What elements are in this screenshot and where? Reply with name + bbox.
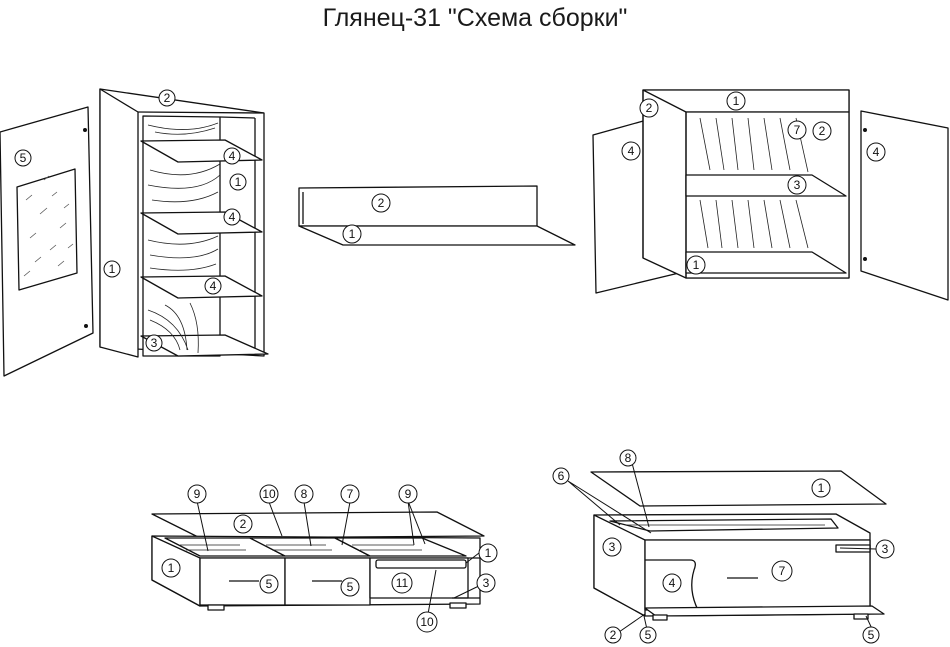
callout-8-rail: 8 bbox=[619, 449, 637, 467]
svg-text:4: 4 bbox=[210, 279, 217, 293]
wall-shelf-callouts: 2 1 bbox=[342, 193, 391, 244]
callout-4-shelf: 4 bbox=[204, 277, 222, 295]
callout-2-side: 2 bbox=[812, 121, 832, 141]
callout-1-side: 1 bbox=[229, 173, 247, 191]
callout-7-back: 7 bbox=[787, 120, 807, 140]
wall-cabinet-callouts: 1 2 7 2 3 1 4 4 bbox=[621, 91, 886, 275]
callout-2-bottom: 2 bbox=[604, 626, 622, 644]
svg-text:5: 5 bbox=[868, 628, 875, 642]
callout-8-runner: 9 bbox=[187, 484, 207, 504]
wall-cabinet: 1 2 7 2 3 1 4 4 bbox=[592, 89, 949, 301]
callout-2-top: 2 bbox=[158, 89, 176, 107]
svg-text:4: 4 bbox=[229, 149, 236, 163]
callout-3-bottom: 3 bbox=[145, 334, 163, 352]
callout-1-shelf: 1 bbox=[342, 224, 362, 244]
svg-text:1: 1 bbox=[733, 94, 740, 108]
wall-shelf: 2 1 bbox=[298, 185, 576, 246]
callout-4-door: 4 bbox=[621, 141, 641, 161]
wall-cabinet-right-door bbox=[860, 110, 949, 301]
svg-text:5: 5 bbox=[20, 151, 27, 165]
svg-text:1: 1 bbox=[168, 561, 175, 575]
tall-cabinet-callouts: 2 4 1 4 4 3 1 5 bbox=[14, 89, 247, 352]
callout-5-leg: 5 bbox=[639, 626, 657, 644]
diagram-title: Глянец-31 "Схема сборки" bbox=[322, 4, 628, 32]
callout-4-door: 4 bbox=[866, 142, 886, 162]
tv-stand: 9 10 8 7 9 2 1 5 5 11 10 1 3 bbox=[151, 484, 498, 633]
callout-5-front: 5 bbox=[340, 577, 360, 597]
svg-text:8: 8 bbox=[301, 487, 308, 501]
svg-text:2: 2 bbox=[378, 196, 385, 210]
coffee-table-callouts: 6 8 1 3 3 4 7 2 5 5 bbox=[552, 449, 895, 644]
callout-7-partition: 8 bbox=[294, 484, 314, 504]
callout-5-leg: 5 bbox=[862, 626, 880, 644]
svg-text:7: 7 bbox=[794, 123, 801, 137]
svg-text:1: 1 bbox=[349, 227, 356, 241]
callout-1-side: 1 bbox=[161, 558, 181, 578]
callout-3-side: 3 bbox=[602, 537, 622, 557]
svg-text:11: 11 bbox=[396, 576, 409, 590]
svg-text:5: 5 bbox=[266, 577, 273, 591]
svg-text:3: 3 bbox=[609, 540, 616, 554]
svg-text:1: 1 bbox=[485, 546, 492, 560]
tall-cabinet-carcass bbox=[99, 88, 269, 358]
callout-4-shelf: 4 bbox=[223, 208, 241, 226]
callout-1-top: 1 bbox=[726, 91, 746, 111]
svg-text:10: 10 bbox=[420, 615, 434, 629]
svg-text:9: 9 bbox=[405, 487, 412, 501]
svg-text:2: 2 bbox=[819, 124, 826, 138]
svg-text:3: 3 bbox=[794, 178, 801, 192]
coffee-table: 6 8 1 3 3 4 7 2 5 5 bbox=[552, 449, 895, 644]
svg-text:4: 4 bbox=[229, 210, 236, 224]
svg-text:5: 5 bbox=[347, 580, 354, 594]
callout-1-bottom: 1 bbox=[686, 255, 706, 275]
callout-3-shelf: 3 bbox=[787, 175, 807, 195]
callout-1-side: 1 bbox=[478, 543, 498, 563]
svg-text:4: 4 bbox=[669, 576, 676, 590]
callout-3-bottom: 3 bbox=[476, 573, 496, 593]
svg-text:1: 1 bbox=[235, 175, 242, 189]
svg-text:1: 1 bbox=[693, 258, 700, 272]
svg-text:3: 3 bbox=[483, 576, 490, 590]
tall-cabinet: 2 4 1 4 4 3 1 5 bbox=[0, 88, 269, 377]
svg-text:9: 9 bbox=[194, 487, 201, 501]
svg-text:2: 2 bbox=[240, 517, 247, 531]
callout-9-bottom: 10 bbox=[259, 484, 279, 504]
callout-8-runner: 9 bbox=[398, 484, 418, 504]
svg-text:6: 6 bbox=[558, 469, 565, 483]
svg-text:4: 4 bbox=[628, 144, 635, 158]
svg-text:1: 1 bbox=[109, 262, 116, 276]
svg-text:2: 2 bbox=[610, 628, 617, 642]
callout-10-rail: 10 bbox=[416, 611, 438, 633]
svg-text:8: 8 bbox=[625, 451, 632, 465]
callout-5-door: 5 bbox=[14, 149, 32, 167]
callout-6-drawer-side: 7 bbox=[340, 484, 360, 504]
callout-4-back: 4 bbox=[662, 573, 682, 593]
callout-7-front: 7 bbox=[771, 560, 793, 582]
callout-2-side: 2 bbox=[639, 98, 659, 118]
svg-text:4: 4 bbox=[873, 145, 880, 159]
callout-2-back: 2 bbox=[371, 193, 391, 213]
callout-1-side: 1 bbox=[103, 260, 121, 278]
callout-4-shelf: 4 bbox=[223, 147, 241, 165]
svg-text:3: 3 bbox=[882, 542, 889, 556]
svg-text:2: 2 bbox=[164, 91, 171, 105]
callout-11-shelf: 11 bbox=[391, 572, 413, 594]
svg-text:5: 5 bbox=[645, 628, 652, 642]
svg-text:7: 7 bbox=[347, 487, 354, 501]
callout-5-front: 5 bbox=[259, 574, 279, 594]
callout-3-side: 3 bbox=[875, 539, 895, 559]
svg-text:10: 10 bbox=[262, 487, 276, 501]
callout-6-runner: 6 bbox=[552, 467, 570, 485]
svg-text:1: 1 bbox=[818, 481, 825, 495]
svg-text:7: 7 bbox=[779, 564, 786, 578]
tv-stand-callouts: 9 10 8 7 9 2 1 5 5 11 10 1 3 bbox=[161, 484, 498, 633]
callout-2-top: 2 bbox=[233, 514, 253, 534]
svg-text:3: 3 bbox=[151, 336, 158, 350]
callout-1-top: 1 bbox=[811, 478, 831, 498]
svg-text:2: 2 bbox=[646, 101, 653, 115]
tall-cabinet-glass-door bbox=[0, 106, 94, 377]
